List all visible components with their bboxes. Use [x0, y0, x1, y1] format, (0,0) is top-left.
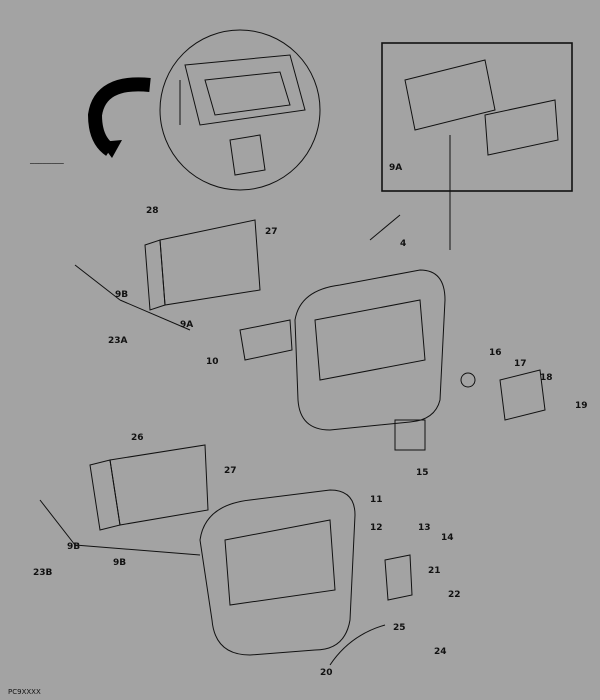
callout-19: 19 [575, 401, 588, 411]
callout-14: 14 [441, 533, 454, 543]
callout-18: 18 [540, 373, 553, 383]
upper-instrument-cluster [74, 219, 261, 331]
callout-28: 28 [146, 206, 159, 216]
callout-25: 25 [393, 623, 406, 633]
callout-11: 11 [370, 495, 383, 505]
callout-13: 13 [418, 523, 431, 533]
inset-box [381, 42, 573, 192]
callout-23a: 23A [108, 336, 128, 346]
callout-27: 27 [265, 227, 278, 237]
callout-23b: 23B [33, 568, 53, 578]
lower-instrument-cluster [39, 444, 209, 556]
callout-22: 22 [448, 590, 461, 600]
inset-parts [404, 59, 559, 250]
side-parts [369, 214, 546, 421]
callout-4: 4 [400, 239, 406, 249]
callout-17: 17 [514, 359, 527, 369]
callout-10: 10 [206, 357, 219, 367]
callout-21: 21 [428, 566, 441, 576]
lower-housing [199, 489, 413, 666]
callout-9b: 9B [115, 290, 128, 300]
callout-15: 15 [416, 468, 429, 478]
callout-20: 20 [320, 668, 333, 678]
circle-detail-parts [179, 54, 306, 176]
figure-code: PC9XXXX [8, 688, 41, 696]
callout-12: 12 [370, 523, 383, 533]
callout-27-lower: 27 [224, 466, 237, 476]
callout-26: 26 [131, 433, 144, 443]
callout-24: 24 [434, 647, 447, 657]
callout-16: 16 [489, 348, 502, 358]
callout-9a: 9A [180, 320, 193, 330]
upper-housing [239, 269, 446, 451]
view-note: ──────── [29, 160, 65, 168]
callout-9b-right: 9B [113, 558, 126, 568]
callout-9b-left: 9B [67, 542, 80, 552]
rotation-arrow-icon [87, 77, 151, 156]
callout-9a-inset: 9A [389, 163, 402, 173]
detail-circle [159, 29, 321, 191]
